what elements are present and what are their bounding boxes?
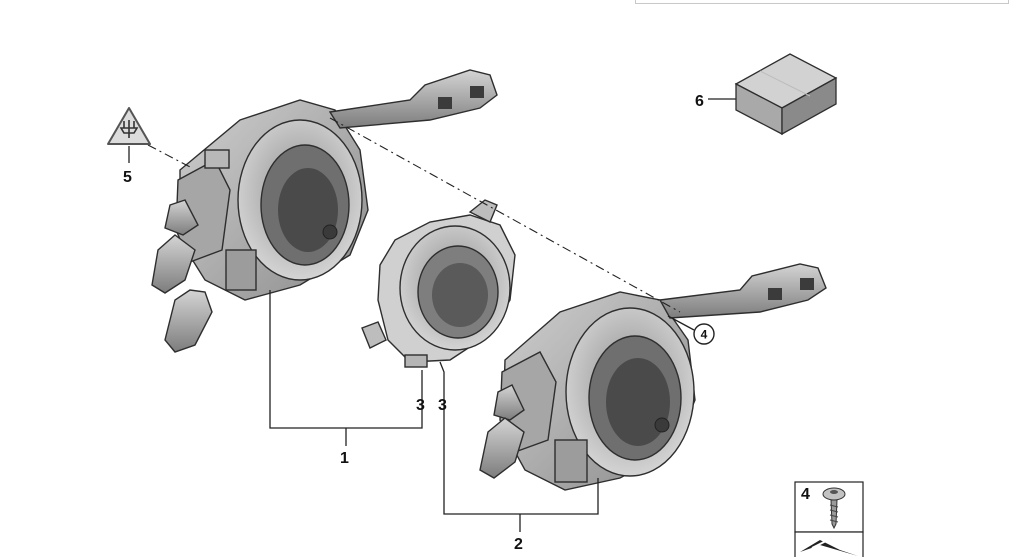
steering-column-switch-left (151, 69, 498, 353)
torx-screw-icon (822, 487, 846, 530)
callout-4-circled: 4 (693, 323, 715, 345)
screw-reference-panel: 4 (794, 481, 864, 557)
callout-1: 1 (340, 450, 349, 467)
alignment-line-warning (147, 144, 193, 169)
callout-3-a: 3 (416, 397, 425, 414)
callout-5: 5 (123, 169, 132, 186)
clock-spring (361, 199, 516, 368)
callout-4-number: 4 (701, 328, 708, 342)
pointer-arrow-icon (800, 539, 858, 556)
leader-4 (667, 315, 695, 331)
bracket-assembly-right (439, 361, 599, 515)
package-box-icon (734, 53, 838, 136)
steering-column-switch-right (479, 263, 827, 491)
screw-panel-number: 4 (801, 486, 810, 503)
callout-6: 6 (695, 93, 704, 110)
electrical-warning-icon (107, 107, 151, 145)
callout-2: 2 (514, 536, 523, 553)
top-frame-edge (635, 0, 1009, 4)
callout-3-b: 3 (438, 397, 447, 414)
